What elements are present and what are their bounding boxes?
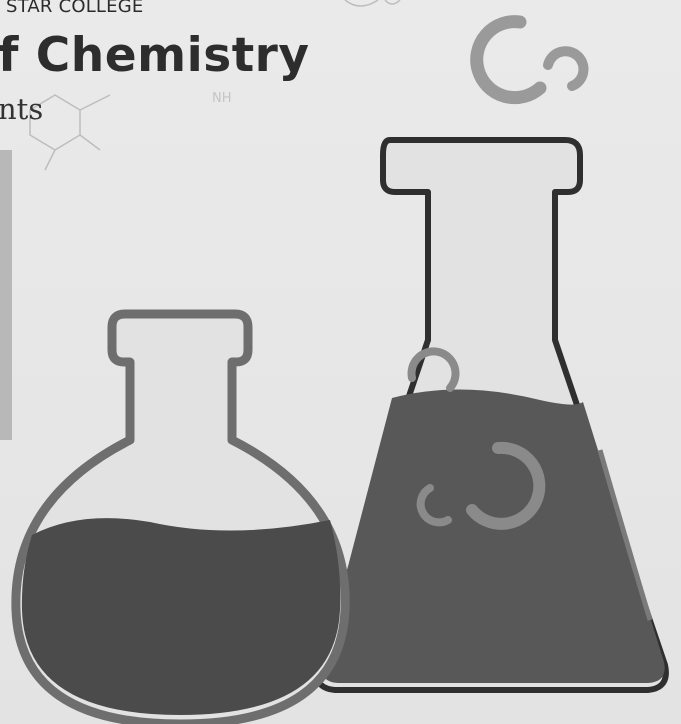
erlenmeyer-flask-icon [313,137,669,693]
department-title: f Chemistry [0,28,310,83]
side-panel [0,150,12,440]
molecule-icon [29,0,401,171]
round-flask-icon [11,309,350,724]
bubble-icon [470,15,589,105]
college-name: STAR COLLEGE [6,0,144,17]
molecule-label: NH [212,91,232,106]
department-subtitle: nts [0,92,44,126]
